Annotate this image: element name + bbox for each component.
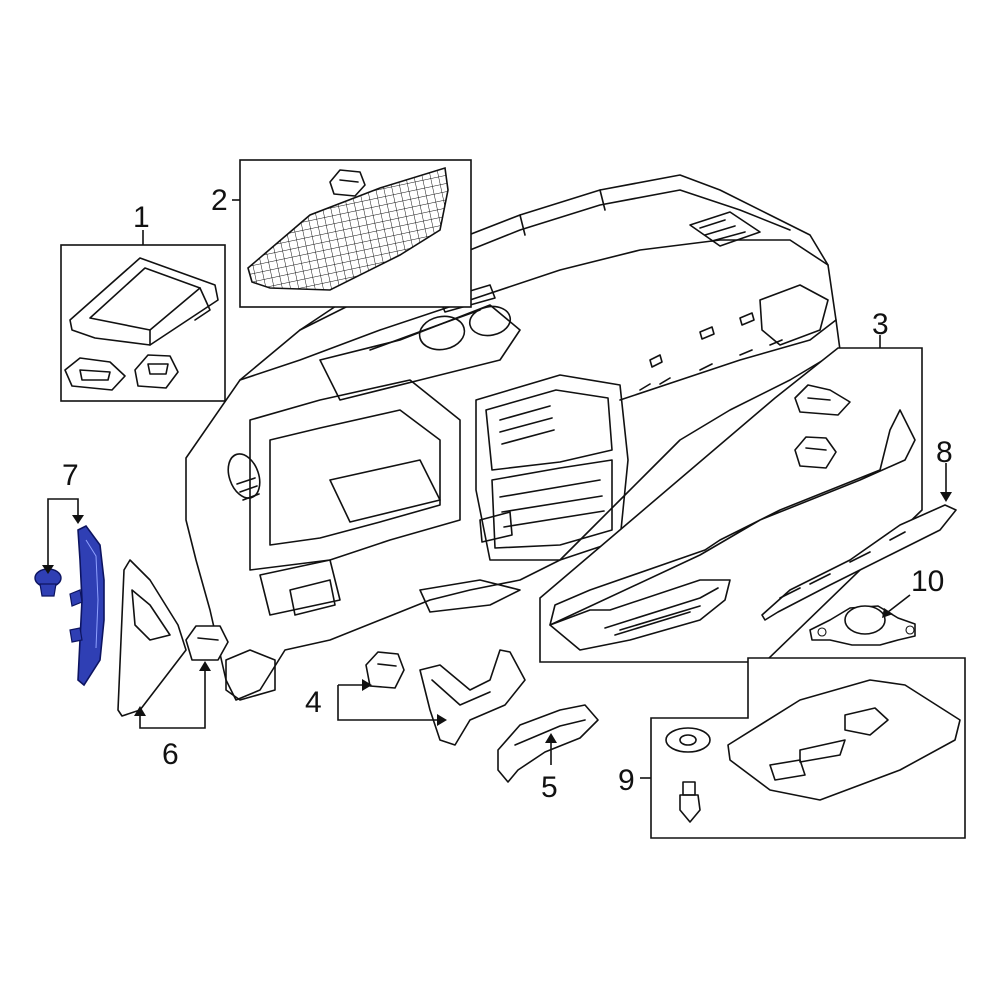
callout-6: 6 <box>162 738 179 771</box>
callout-10: 10 <box>911 565 944 598</box>
part-6-side-panel-group <box>117 559 229 729</box>
part-10-sensor-group <box>809 594 916 646</box>
part-7-highlighted-trim <box>34 498 105 687</box>
part-8-trim-strip-group <box>761 463 957 621</box>
callout-2: 2 <box>211 184 228 217</box>
callout-7: 7 <box>62 459 79 492</box>
callout-3: 3 <box>872 308 889 341</box>
part-2-mesh-cover-group <box>232 159 472 308</box>
callout-9: 9 <box>618 764 635 797</box>
part-5-cover-group <box>497 704 599 783</box>
part-4-lower-trim-group <box>337 649 526 746</box>
callout-1: 1 <box>133 201 150 234</box>
callout-5: 5 <box>541 771 558 804</box>
callout-4: 4 <box>305 686 322 719</box>
callout-8: 8 <box>936 436 953 469</box>
part-1-storage-tray-group <box>60 230 226 402</box>
part-9-insulation-group <box>640 657 966 839</box>
